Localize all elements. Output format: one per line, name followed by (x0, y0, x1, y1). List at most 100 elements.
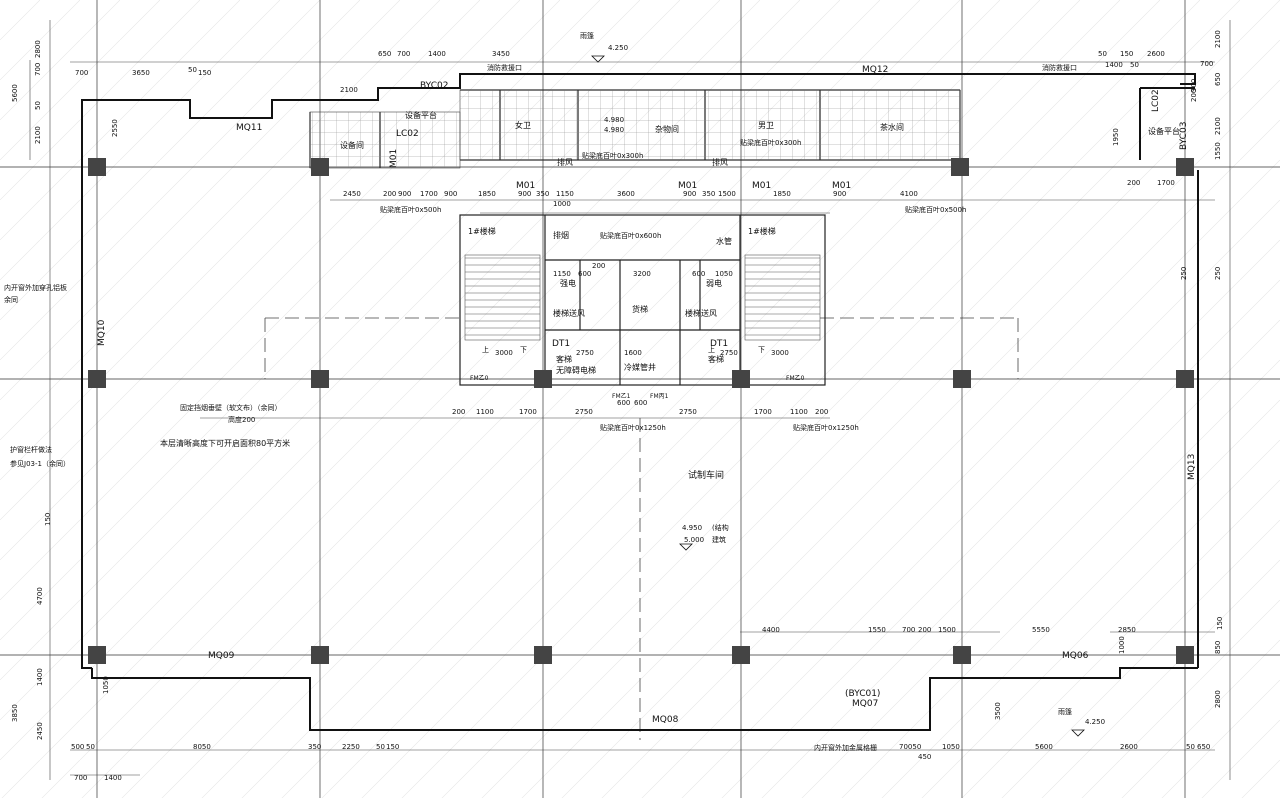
room-passenger-lift: 客梯 (556, 354, 572, 364)
dims-row1-value: 3600 (617, 190, 635, 198)
dims-bottom-outer-value: 1400 (104, 774, 122, 782)
dims-bottom-value: 650 (1197, 743, 1210, 751)
fire-port-right: 消防救援口 (1042, 63, 1077, 72)
dims-mid-value: 1100 (790, 408, 808, 416)
dims-mid-value: 200 (815, 408, 828, 416)
fire-port-left: 消防救援口 (487, 63, 522, 72)
tag-byc02: BYC02 (420, 81, 448, 91)
dims-row1-value: 1500 (718, 190, 736, 198)
canopy-bottom-label: 雨篷 (1058, 707, 1072, 716)
dims-left-value: 3850 (11, 704, 19, 722)
dims-top-value: 50 (188, 66, 197, 74)
tag-fm-d: FM乙0 (786, 375, 805, 382)
dims-row1-value: 200 (1127, 179, 1140, 187)
dims-right-value: 2800 (1214, 690, 1222, 708)
dims-core-top-value: 1050 (715, 270, 733, 278)
dims-left-value: 5600 (11, 84, 19, 102)
smoke-height-note: 高度200 (228, 415, 255, 424)
dims-bottom-value: 50 (1186, 743, 1195, 751)
dims-top-value: 150 (198, 69, 211, 77)
tag-byc03: BYC03 (1179, 122, 1189, 150)
dims-mid-value: 2750 (575, 408, 593, 416)
dims-core-value: 3000 (771, 349, 789, 357)
room-exhaust-right: 排风 (712, 157, 728, 167)
dims-top-value: 3650 (132, 69, 150, 77)
dims-left-value: 4700 (36, 587, 44, 605)
tag-mq08: MQ08 (652, 715, 679, 725)
dims-core-top-value: 600 (578, 270, 591, 278)
smoke-barrier-lines (264, 317, 1019, 740)
dims-bottom-value: 450 (918, 753, 931, 761)
dims-mid-value: 1100 (476, 408, 494, 416)
dims-bottom-row2-value: 5550 (1032, 626, 1050, 634)
dims-row1-value: 900 (683, 190, 696, 198)
room-freight-lift: 货梯 (632, 304, 648, 314)
room-janitor: 杂物间 (655, 124, 679, 134)
dims-top-value: 650 (378, 50, 391, 58)
vent-note-6: 贴梁底百叶0x300h (582, 151, 643, 160)
dims-row1-value: 900 (444, 190, 457, 198)
dims-top-value: 150 (1120, 50, 1133, 58)
dims-right-value: 250 (1180, 267, 1188, 280)
room-weak-elec: 弱电 (706, 278, 722, 288)
dims-core-value: 1600 (624, 349, 642, 357)
dims-bottom-value: 5600 (1035, 743, 1053, 751)
tag-m01-e: M01 (389, 149, 399, 168)
stair-down-right: 下 (758, 346, 765, 354)
tag-dt1-left: DT1 (552, 339, 570, 349)
dims-right-value: 150 (1216, 617, 1224, 630)
dims-bottom-row2-value: 4400 (762, 626, 780, 634)
dims-mid-value: 600 (617, 399, 630, 407)
tag-fm-b: FM乙1 (612, 393, 631, 400)
floor-elev-arch: 5.000 (684, 536, 704, 544)
dims-right-value: 900 (1190, 79, 1198, 92)
dims-top-value: 50 (1130, 61, 1139, 69)
dims-bottom-row2-value: 700 (902, 626, 915, 634)
dims-bottom-value: 2600 (1120, 743, 1138, 751)
dims-top-value: 3450 (492, 50, 510, 58)
dims-mid-value: 1700 (754, 408, 772, 416)
dims-top-value: 2600 (1147, 50, 1165, 58)
tag-m01-c: M01 (752, 181, 771, 191)
dims-left-value: 2800 (34, 40, 42, 58)
tag-m01-d: M01 (832, 181, 851, 191)
dims-row1-value: 4100 (900, 190, 918, 198)
dims-left-value: 50 (34, 101, 42, 110)
dims-row1-value: 1700 (1157, 179, 1175, 187)
dims-top-value: 700 (75, 69, 88, 77)
tag-lc02-right: LC02 (1151, 89, 1161, 112)
dims-core-value: 3000 (495, 349, 513, 357)
dims-row1-value: 1850 (478, 190, 496, 198)
dims-core-value: 2750 (576, 349, 594, 357)
tag-mq11: MQ11 (236, 123, 262, 133)
guard-note-1: 护窗栏杆做法 (10, 445, 52, 454)
room-workshop: 试制车间 (688, 469, 724, 481)
dims-bottom-outer: 700 1400 (74, 774, 122, 782)
dims-right-value: 650 (1214, 73, 1222, 86)
stair-down-left: 下 (520, 346, 527, 354)
stair-up-left: 上 (482, 345, 489, 354)
dims-mid-value: 200 (452, 408, 465, 416)
dims-bottom-value: 70050 (899, 743, 921, 751)
room-female-wc: 女卫 (515, 120, 531, 130)
dims-bottom-outer-value: 700 (74, 774, 87, 782)
dims-left-value: 700 (34, 63, 42, 76)
room-exhaust-core: 排烟 (553, 230, 569, 240)
room-stair-air-right: 楼梯送风 (685, 308, 717, 318)
vent-note-1: 贴梁底百叶0x500h (380, 205, 441, 214)
tag-mq09: MQ09 (208, 651, 235, 661)
vent-note-5: 贴梁底百叶0x1250h (793, 423, 859, 432)
dims-top-value: 2100 (340, 86, 358, 94)
tag-mq10: MQ10 (97, 319, 107, 346)
elev-struct-note: (结构 (712, 523, 729, 532)
dims-right-value: 1550 (1214, 142, 1222, 160)
elev-arch-note: 建筑 (712, 535, 726, 544)
toilet-elev1: 4.980 (604, 116, 624, 124)
dims-row1-value: 900 (518, 190, 531, 198)
dims-right-value: 1950 (1112, 128, 1120, 146)
